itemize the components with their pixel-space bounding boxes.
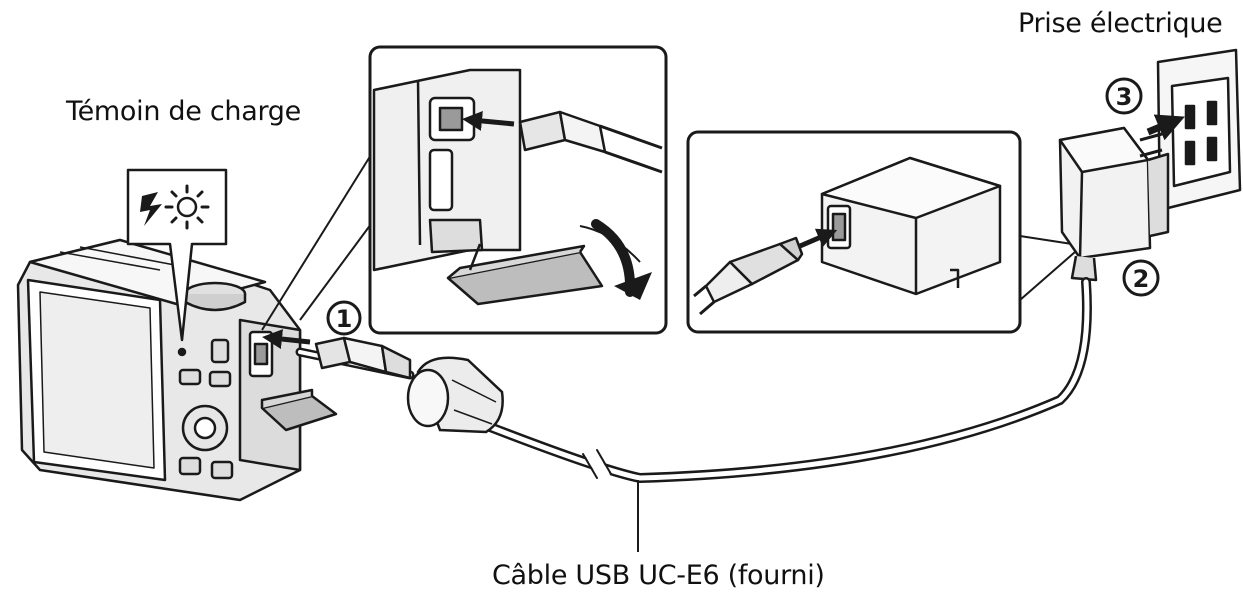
ferrite-core-icon: [406, 356, 504, 434]
zoom-lines: [261, 149, 375, 331]
step-badge-3: 3: [1105, 77, 1143, 115]
svg-text:1: 1: [336, 305, 353, 333]
zoom-lines-adapter: [1019, 235, 1076, 301]
adapter-detail-inset: [686, 130, 1022, 334]
charge-lamp-label: Témoin de charge: [66, 96, 301, 127]
power-outlet-label: Prise électrique: [1018, 8, 1223, 39]
arrow-icon: [1146, 114, 1185, 141]
port-detail-inset: [368, 45, 668, 335]
step-badge-1: 1: [326, 300, 362, 336]
usb-plug-icon: [314, 336, 412, 380]
wall-outlet-icon: [1156, 48, 1242, 212]
usb-cable-label: Câble USB UC-E6 (fourni): [492, 560, 825, 591]
camera-icon: [16, 238, 338, 502]
ac-adapter-icon: [1058, 126, 1170, 282]
step-badge-2: 2: [1122, 259, 1160, 297]
svg-text:3: 3: [1116, 83, 1133, 111]
svg-text:2: 2: [1133, 265, 1150, 293]
charge-lamp-icon: [126, 168, 228, 342]
